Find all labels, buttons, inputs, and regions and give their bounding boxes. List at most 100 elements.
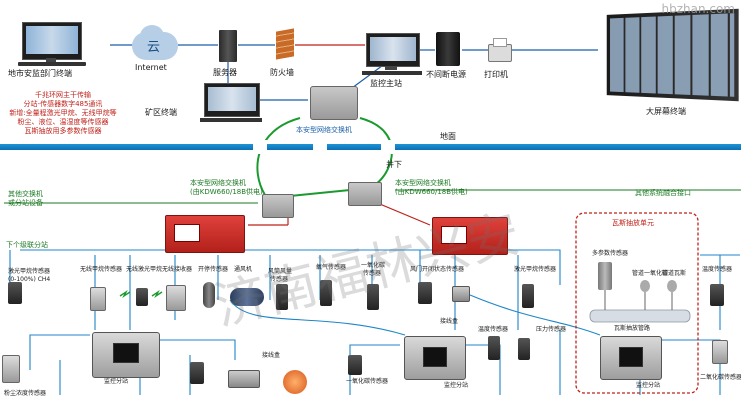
mine-terminal-icon[interactable]	[204, 83, 260, 117]
switch-sensor-icon[interactable]	[203, 282, 215, 308]
left-switch-sub: (由KDW660/18B供电)	[190, 188, 263, 196]
internet-label: Internet	[135, 63, 167, 72]
gas-unit-label: 瓦斯抽放单元	[612, 219, 654, 227]
wind-sensor-icon[interactable]	[276, 284, 288, 310]
temp-sensor-right-icon[interactable]	[710, 284, 724, 306]
big-screen-icon[interactable]	[606, 8, 739, 102]
wireless-methane-label: 无线甲烷传感器	[80, 266, 123, 273]
fan-icon[interactable]	[230, 288, 264, 306]
cloud-char: 云	[147, 40, 161, 55]
substation3-label: 监控分站	[636, 382, 661, 389]
sensor-bus	[9, 249, 740, 395]
dust-sensor-label: 粉尘浓度传感器	[4, 390, 47, 397]
temperature-label: 温度传感器	[478, 326, 509, 333]
pressure-label: 压力传感器	[536, 326, 567, 333]
temperature-sensor-icon[interactable]	[488, 336, 500, 360]
cloud-bump	[140, 25, 164, 47]
smoke-sensor-icon[interactable]	[283, 370, 307, 394]
multi-sensor-icon[interactable]	[598, 262, 612, 290]
pipe-gauge-icon[interactable]	[640, 280, 650, 292]
other-switch-label: 其他交换机	[8, 190, 43, 198]
substation-side-sensor-icon[interactable]	[190, 362, 204, 384]
single-co-sensor-icon[interactable]	[348, 355, 362, 375]
switch-sensor-label: 开停传感器	[198, 266, 229, 273]
co2-sensor-icon[interactable]	[712, 340, 728, 364]
gas-pipe	[589, 309, 691, 323]
mine-terminal-label: 矿区终端	[145, 108, 177, 117]
junction-box-icon[interactable]	[228, 370, 260, 388]
wireless-laser-sensor-icon[interactable]	[136, 288, 148, 306]
co-sensor-icon[interactable]	[367, 284, 379, 310]
note-line: 粉尘、液位、温湿度等传感器	[17, 118, 109, 126]
watermark-top: hbzhan.com	[661, 2, 735, 16]
city-terminal-label: 地市安监部门终端	[8, 69, 72, 78]
top-network-switch-icon[interactable]	[310, 86, 358, 120]
co-sensor3-label: 二氧化碳传感器	[700, 374, 741, 381]
pipe-gauge2-icon[interactable]	[667, 280, 677, 292]
co-label: 一氧化碳	[361, 262, 386, 269]
ring-bottom	[289, 189, 351, 197]
ground-line	[0, 144, 741, 150]
right-power-supply-icon[interactable]	[432, 217, 508, 255]
laser-methane2-label: 激光甲烷传感器	[514, 266, 557, 273]
note-line: 千兆环网主干传输	[35, 91, 91, 99]
right-switch-label: 本安型网络交换机	[395, 179, 451, 187]
ground-label: 地面	[440, 132, 456, 141]
big-screen-label: 大屏幕终端	[646, 107, 686, 116]
or-substation-label: 或分站设备	[8, 199, 43, 207]
note-line: 分站-传感器数字485通讯	[23, 100, 103, 108]
fan-label: 通风机	[234, 266, 253, 273]
junction-box2-label: 接线盒	[440, 318, 459, 325]
temp-sensor-label: 温度传感器	[702, 266, 733, 273]
laser-methane-sensor-icon[interactable]	[8, 282, 22, 304]
ups-label: 不间断电源	[426, 70, 466, 79]
left-network-switch-icon[interactable]	[262, 194, 294, 218]
note-line: 瓦斯抽放用多参数传感器	[24, 127, 102, 135]
ring-left	[256, 117, 301, 196]
substation1-label: 监控分站	[104, 378, 129, 385]
system-notes: 千兆环网主干传输 分站-传感器数字485通讯 新增:全量程激光甲烷、无线甲烷等 …	[4, 91, 122, 136]
printer-label: 打印机	[484, 70, 508, 79]
server-icon[interactable]	[219, 30, 237, 62]
ups-icon[interactable]	[436, 32, 460, 66]
co-label2: 传感器	[363, 270, 382, 277]
left-power-supply-icon[interactable]	[165, 215, 245, 253]
firewall-label: 防火墙	[270, 68, 294, 77]
ground-gap-right	[381, 140, 395, 154]
laser-methane-sub: (0-100%) CH4	[8, 276, 51, 283]
monitor-substation-1-icon[interactable]	[92, 332, 160, 378]
laser-methane2-sensor-icon[interactable]	[522, 284, 534, 308]
power-right	[374, 201, 431, 226]
oxygen-sensor-icon[interactable]	[320, 280, 332, 306]
right-network-switch-icon[interactable]	[348, 182, 382, 206]
junction-box-label: 接线盒	[262, 352, 281, 359]
left-switch-label: 本安型网络交换机	[190, 179, 246, 187]
monitor-substation-2-icon[interactable]	[404, 336, 466, 380]
wireless-receiver-icon[interactable]	[166, 285, 186, 311]
right-switch-sub: (由KDW660/18B供电)	[395, 188, 468, 196]
wind-door-label2: 传感器	[270, 276, 289, 283]
pipe-gas-label: 管道瓦斯	[662, 270, 687, 277]
city-terminal-monitor-icon[interactable]	[22, 22, 82, 60]
monitor-host-icon[interactable]	[366, 33, 420, 67]
monitor-stand-icon	[46, 58, 56, 62]
monitor-substation-3-icon[interactable]	[600, 336, 662, 380]
wireless-symbol-1	[119, 289, 131, 299]
gas-pipe-label: 瓦斯抽放管路	[614, 325, 651, 332]
single-co-label: 一氧化碳传感器	[346, 378, 389, 385]
oxygen-label: 氧气传感器	[316, 264, 347, 271]
pipe-co-label: 管道一氧化碳	[632, 270, 669, 277]
wireless-receiver-label: 无线接收器	[162, 266, 193, 273]
dust-sensor-icon[interactable]	[2, 355, 20, 383]
monitor-host-stand	[385, 66, 397, 70]
underground-label: 井下	[386, 160, 402, 169]
wind-door-label: 风筒风量	[268, 268, 293, 275]
server-label: 服务器	[213, 68, 237, 77]
wind-door-sensor-icon[interactable]	[418, 282, 432, 304]
laser-methane-label: 激光甲烷传感器	[8, 268, 51, 275]
wind-door-magnet-icon[interactable]	[452, 286, 470, 302]
wireless-methane-sensor-icon[interactable]	[90, 287, 106, 311]
mine-terminal-keyboard	[200, 118, 262, 122]
pressure-sensor-icon[interactable]	[518, 338, 530, 360]
firewall-icon[interactable]	[276, 28, 294, 60]
